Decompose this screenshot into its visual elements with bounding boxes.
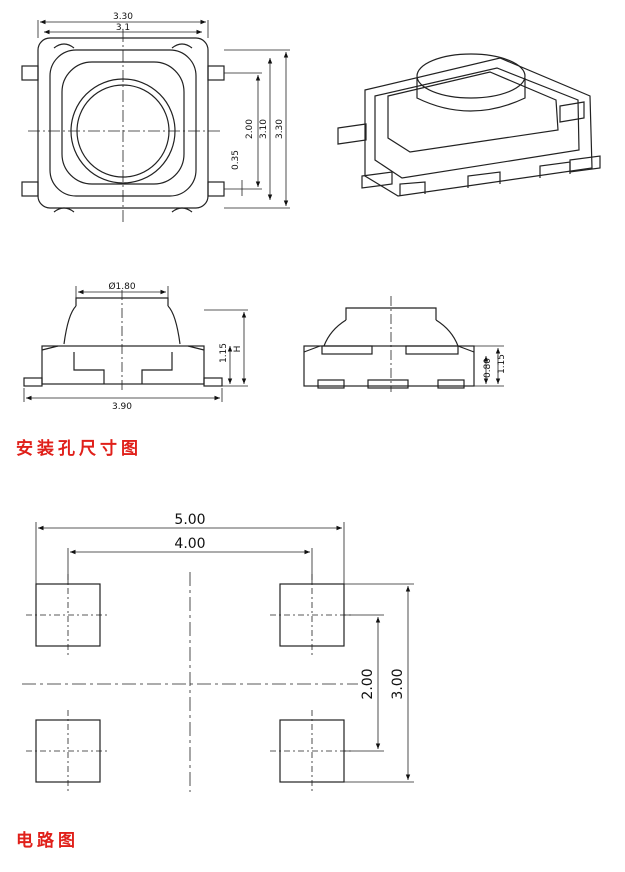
mounting-hole-title: 安装孔尺寸图 — [16, 439, 142, 459]
top-view-dimensions — [37, 19, 290, 209]
dim-lead-thickness: 0.80 — [483, 358, 493, 378]
dim-pitch-vertical: 2.00 — [360, 668, 376, 699]
lead-bottom-left — [21, 181, 39, 197]
corner-tab — [53, 43, 75, 49]
dim-side-body-height: 1.15 — [497, 354, 507, 374]
dim-top-inner-width: 3.1 — [116, 23, 130, 33]
side-view-side-dimensions — [474, 345, 504, 387]
mounting-layout — [22, 572, 358, 792]
side-view-front-dimensions — [23, 286, 248, 402]
corner-tab — [171, 207, 193, 213]
side-view-side — [303, 296, 475, 392]
dim-total-width: 3.90 — [112, 402, 132, 412]
dim-top-height-inner: 3.10 — [259, 119, 269, 139]
lead-top-left — [21, 65, 39, 81]
dim-outer-span: 5.00 — [174, 512, 205, 528]
corner-tab — [53, 207, 75, 213]
dim-height-label: H — [233, 346, 243, 353]
dim-front-body-height: 1.15 — [219, 343, 229, 363]
dim-top-lead-width: 0.35 — [231, 150, 241, 170]
dim-top-width: 3.30 — [113, 12, 133, 22]
lead-top-right — [207, 65, 225, 81]
side-view-front — [23, 290, 223, 392]
mounting-dimensions — [35, 522, 414, 783]
isometric-view — [337, 53, 601, 197]
top-view — [21, 30, 225, 222]
corner-tab — [171, 43, 193, 49]
dim-inner-span: 4.00 — [174, 536, 205, 552]
dim-outer-vertical: 3.00 — [390, 668, 406, 699]
circuit-diagram-title: 电路图 — [16, 831, 79, 851]
dim-top-height-outer: 3.30 — [275, 119, 285, 139]
dim-cap-diameter: Ø1.80 — [108, 281, 135, 292]
dim-top-pitch: 2.00 — [245, 119, 255, 139]
lead-bottom-right — [207, 181, 225, 197]
